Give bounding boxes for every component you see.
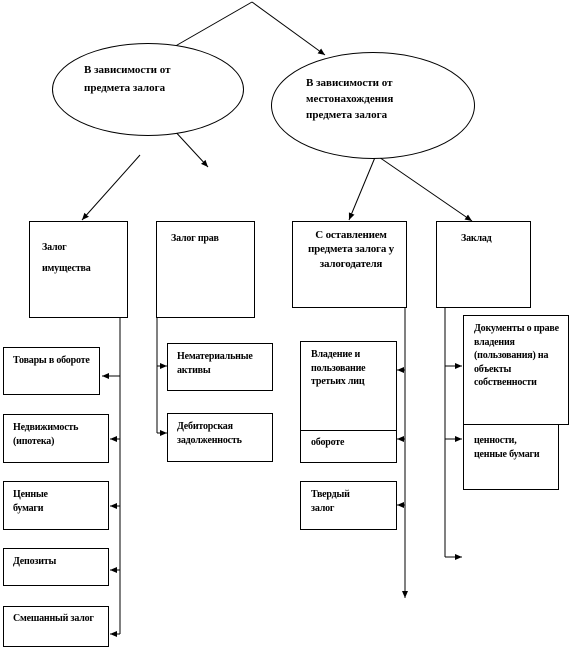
property-item-real-estate-label: Недвижимость (ипотека) xyxy=(13,422,79,447)
category-pawn: Заклад xyxy=(436,221,531,308)
property-item-mixed-label: Смешанный залог xyxy=(13,613,94,624)
category-property-label: Залог имущества xyxy=(42,242,91,274)
pawn-item-valuables-label: ценности, ценные бумаги xyxy=(474,435,540,460)
rights-item-receivables: Дебиторская задолженность xyxy=(167,413,273,462)
ellipse-by-subject xyxy=(52,43,244,136)
ellipse-by-location xyxy=(271,52,475,159)
rights-item-intangible-label: Нематериальные активы xyxy=(177,351,253,376)
pawn-item-documents: Документы о праве владения (пользования)… xyxy=(463,315,569,425)
pawn-item-documents-label: Документы о праве владения (пользования)… xyxy=(474,323,559,388)
property-item-real-estate: Недвижимость (ипотека) xyxy=(3,414,109,463)
pledgor-item-solid-label: Твердый залог xyxy=(311,489,350,514)
rights-item-intangible: Нематериальные активы xyxy=(167,343,273,391)
category-rights-label: Залог прав xyxy=(171,233,219,244)
property-item-goods: Товары в обороте xyxy=(3,347,100,395)
category-pledgor-label: С оставлением предмета залога у залогода… xyxy=(308,229,394,270)
property-item-mixed: Смешанный залог xyxy=(3,606,109,647)
category-pawn-label: Заклад xyxy=(461,233,492,244)
category-rights: Залог прав xyxy=(156,221,255,318)
pledgor-item-turnover-label: обороте xyxy=(311,437,345,448)
pledgor-item-solid: Твердый залог xyxy=(300,481,397,530)
pledgor-item-third-party: Владение и пользование третьих лиц xyxy=(300,341,397,431)
ellipse-by-location-label: В зависимости от местонахождения предмет… xyxy=(306,77,394,121)
property-item-securities: Ценные бумаги xyxy=(3,481,109,530)
rights-item-receivables-label: Дебиторская задолженность xyxy=(177,421,242,446)
property-item-deposits: Депозиты xyxy=(3,548,109,586)
category-pledgor: С оставлением предмета залога у залогода… xyxy=(292,221,407,308)
property-item-goods-label: Товары в обороте xyxy=(13,355,90,366)
category-property: Залог имущества xyxy=(29,221,128,318)
property-item-deposits-label: Депозиты xyxy=(13,556,57,567)
pledgor-item-third-party-label: Владение и пользование третьих лиц xyxy=(311,349,366,387)
property-item-securities-label: Ценные бумаги xyxy=(13,489,48,514)
ellipse-by-subject-label: В зависимости от предмета залога xyxy=(84,64,171,94)
